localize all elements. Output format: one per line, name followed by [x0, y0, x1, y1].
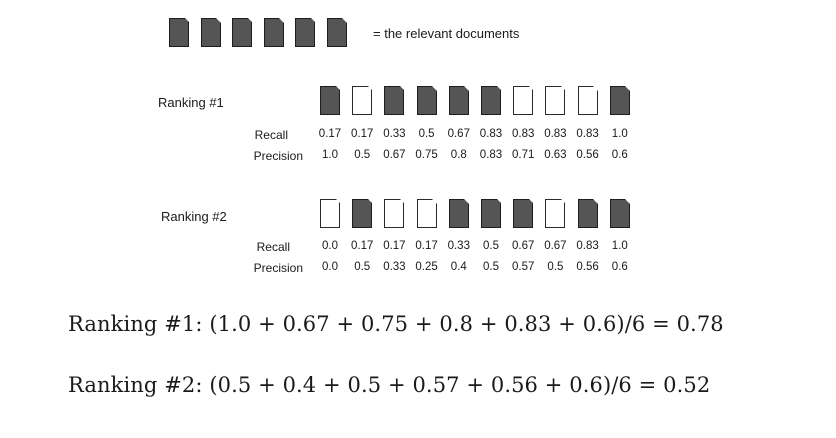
ranking-1-recall-label: Recall: [254, 128, 288, 142]
precision-value: 0.5: [354, 261, 371, 273]
precision-value: 0.8: [450, 149, 467, 161]
precision-value: 0.25: [415, 261, 438, 273]
recall-value: 0.33: [447, 240, 470, 252]
relevant-document-icon: [481, 198, 502, 228]
relevant-document-icon: [169, 17, 190, 47]
relevant-document-icon: [232, 17, 253, 47]
ranking-2-label: Ranking #2: [161, 209, 227, 224]
relevant-document-icon: [320, 85, 341, 115]
nonrelevant-document-icon: [513, 85, 534, 115]
relevant-document-icon: [295, 17, 316, 47]
relevant-document-icon: [609, 198, 631, 228]
precision-value: 0.67: [383, 149, 406, 161]
relevant-document-icon: [352, 198, 373, 228]
precision-value: 0.63: [544, 149, 567, 161]
precision-value: 0.6: [611, 261, 628, 273]
nonrelevant-document-icon: [577, 85, 599, 115]
recall-value: 0.83: [479, 128, 503, 140]
relevant-document-icon: [326, 17, 348, 47]
nonrelevant-document-icon: [384, 198, 405, 228]
nonrelevant-document-icon: [352, 85, 373, 115]
precision-value: 0.56: [576, 149, 599, 161]
precision-value: 0.56: [576, 261, 599, 273]
recall-value: 0.83: [511, 128, 535, 140]
recall-value: 0.17: [350, 240, 374, 252]
nonrelevant-document-icon: [545, 198, 566, 228]
ranking-1-label: Ranking #1: [158, 95, 224, 110]
recall-value: 0.5: [418, 128, 435, 140]
recall-value: 1.0: [611, 128, 628, 140]
precision-value: 0.5: [547, 261, 564, 273]
relevant-document-icon: [384, 85, 405, 115]
recall-value: 0.67: [544, 240, 567, 252]
relevant-document-icon: [448, 85, 470, 115]
precision-value: 0.75: [415, 149, 438, 161]
recall-value: 0.67: [511, 240, 535, 252]
precision-value: 0.71: [511, 149, 535, 161]
relevant-document-icon: [577, 198, 599, 228]
relevant-document-icon: [200, 17, 222, 47]
recall-value: 1.0: [611, 240, 628, 252]
precision-value: 0.57: [511, 261, 535, 273]
precision-value: 0.5: [354, 149, 371, 161]
precision-value: 0.83: [479, 149, 503, 161]
recall-value: 0.17: [318, 128, 342, 140]
recall-value: 0.0: [322, 240, 338, 252]
recall-value: 0.17: [383, 240, 406, 252]
ranking-2-recall-label: Recall: [256, 240, 290, 254]
recall-value: 0.83: [544, 128, 567, 140]
recall-value: 0.67: [447, 128, 470, 140]
ranking-2-precision-label: Precision: [253, 261, 303, 275]
ranking-1-precision-label: Precision: [253, 149, 303, 163]
relevant-document-icon: [609, 85, 631, 115]
relevant-document-icon: [263, 17, 285, 47]
recall-value: 0.17: [415, 240, 438, 252]
relevant-document-icon: [513, 198, 534, 228]
recall-value: 0.83: [576, 240, 599, 252]
recall-value: 0.5: [483, 240, 499, 252]
nonrelevant-document-icon: [320, 198, 341, 228]
relevant-document-icon: [416, 85, 438, 115]
ranking-2-formula: Ranking #2: (0.5 + 0.4 + 0.5 + 0.57 + 0.…: [68, 373, 711, 397]
precision-value: 1.0: [322, 149, 338, 161]
nonrelevant-document-icon: [545, 85, 566, 115]
recall-value: 0.33: [383, 128, 406, 140]
ranking-1-formula: Ranking #1: (1.0 + 0.67 + 0.75 + 0.8 + 0…: [68, 312, 724, 336]
precision-value: 0.4: [450, 261, 467, 273]
legend-text: = the relevant documents: [373, 26, 520, 41]
precision-value: 0.0: [322, 261, 338, 273]
relevant-document-icon: [448, 198, 470, 228]
nonrelevant-document-icon: [416, 198, 438, 228]
precision-value: 0.5: [483, 261, 499, 273]
relevant-document-icon: [481, 85, 502, 115]
precision-value: 0.6: [611, 149, 628, 161]
recall-value: 0.83: [576, 128, 599, 140]
recall-value: 0.17: [350, 128, 374, 140]
precision-value: 0.33: [383, 261, 406, 273]
